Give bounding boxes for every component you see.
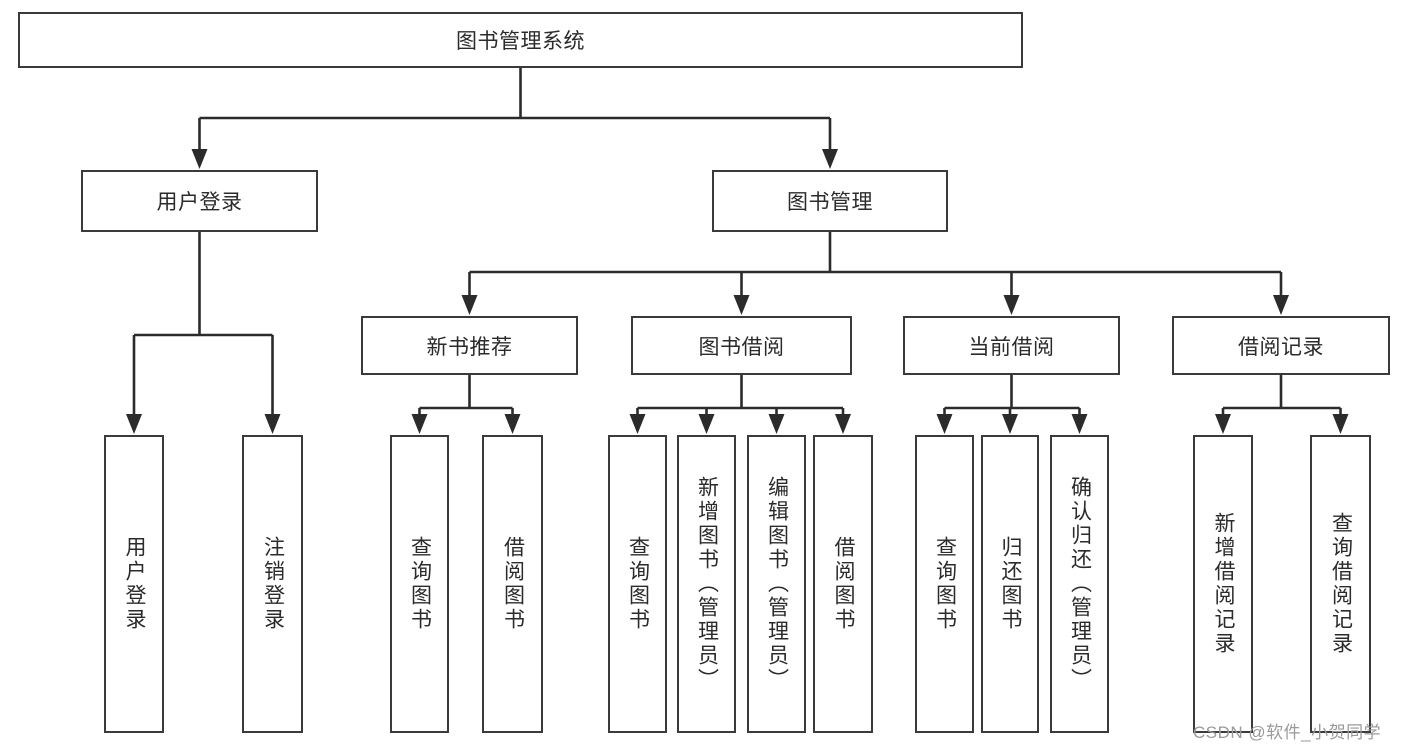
edge-group-user-login (132, 232, 274, 422)
arrowhead-icon (1215, 414, 1231, 434)
node-label: 新书推荐 (426, 335, 513, 359)
node-root[interactable]: 图书管理系统 (18, 12, 1023, 68)
arrowhead-icon (461, 295, 478, 315)
node-book-manage[interactable]: 图书管理 (712, 170, 948, 232)
arrowhead-icon (411, 414, 428, 434)
arrowhead-icon (835, 414, 851, 434)
node-label: 新增借阅记录 (1212, 512, 1236, 656)
node-leaf-add-record[interactable]: 新增借阅记录 (1193, 435, 1253, 733)
edge-group-new-book-rec (418, 375, 514, 422)
arrowhead-icon (264, 414, 281, 434)
arrowhead-icon (126, 414, 142, 434)
node-leaf-query-record[interactable]: 查询借阅记录 (1310, 435, 1371, 733)
node-leaf-edit-book[interactable]: 编辑图书（管理员） (747, 435, 806, 733)
node-label: 注销登录 (261, 536, 285, 632)
node-label: 查询图书 (626, 536, 650, 632)
arrowhead-icon (822, 149, 838, 169)
node-label: 新增图书（管理员） (695, 476, 719, 692)
arrowhead-icon (936, 414, 953, 434)
node-new-book-rec[interactable]: 新书推荐 (361, 316, 578, 375)
node-current-borrow[interactable]: 当前借阅 (903, 316, 1120, 375)
edge-group-root (198, 68, 832, 157)
node-label: 借阅图书 (501, 536, 525, 632)
edge-group-current-borrow (943, 375, 1081, 422)
node-leaf-confirm-return[interactable]: 确认归还（管理员） (1050, 435, 1109, 733)
node-label: 查询借阅记录 (1329, 512, 1353, 656)
node-label: 借阅图书 (832, 536, 856, 632)
node-label: 归还图书 (999, 536, 1023, 632)
node-user-login[interactable]: 用户登录 (81, 170, 318, 232)
node-label: 用户登录 (123, 536, 147, 632)
arrowhead-icon (1071, 414, 1088, 434)
watermark-label: CSDN @软件_小贺同学 (1193, 723, 1382, 742)
node-leaf-user-login[interactable]: 用户登录 (104, 435, 164, 733)
arrowhead-icon (191, 149, 208, 169)
arrowhead-icon (1003, 295, 1020, 315)
node-leaf-borrow-book-2[interactable]: 借阅图书 (813, 435, 873, 733)
node-label: 确认归还（管理员） (1068, 476, 1092, 692)
node-leaf-query-book-3[interactable]: 查询图书 (915, 435, 974, 733)
node-label: 编辑图书（管理员） (765, 476, 789, 692)
node-label: 借阅记录 (1238, 335, 1324, 359)
arrowhead-icon (1332, 414, 1349, 434)
node-label: 图书管理 (787, 191, 873, 214)
arrowhead-icon (768, 414, 785, 434)
edge-group-borrow-record (1221, 375, 1342, 422)
node-leaf-return-book[interactable]: 归还图书 (981, 435, 1039, 733)
node-label: 图书借阅 (698, 335, 785, 359)
arrowhead-icon (504, 414, 521, 434)
node-label: 查询图书 (933, 536, 957, 632)
arrowhead-icon (629, 414, 646, 434)
node-leaf-logout[interactable]: 注销登录 (242, 435, 303, 733)
edge-group-book-manage (468, 232, 1283, 303)
node-book-borrow[interactable]: 图书借阅 (631, 316, 852, 375)
node-label: 用户登录 (156, 191, 243, 214)
arrowhead-icon (1273, 295, 1289, 315)
edge-group-book-borrow (636, 375, 845, 422)
node-label: 图书管理系统 (456, 30, 585, 53)
node-label: 当前借阅 (968, 335, 1055, 359)
node-leaf-borrow-book-1[interactable]: 借阅图书 (482, 435, 543, 733)
arrowhead-icon (698, 414, 715, 434)
node-borrow-record[interactable]: 借阅记录 (1172, 316, 1390, 375)
node-leaf-query-book-2[interactable]: 查询图书 (608, 435, 667, 733)
arrowhead-icon (1002, 414, 1018, 434)
arrowhead-icon (733, 295, 750, 315)
node-leaf-add-book[interactable]: 新增图书（管理员） (677, 435, 736, 733)
node-label: 查询图书 (408, 536, 432, 632)
node-leaf-query-book-1[interactable]: 查询图书 (390, 435, 449, 733)
